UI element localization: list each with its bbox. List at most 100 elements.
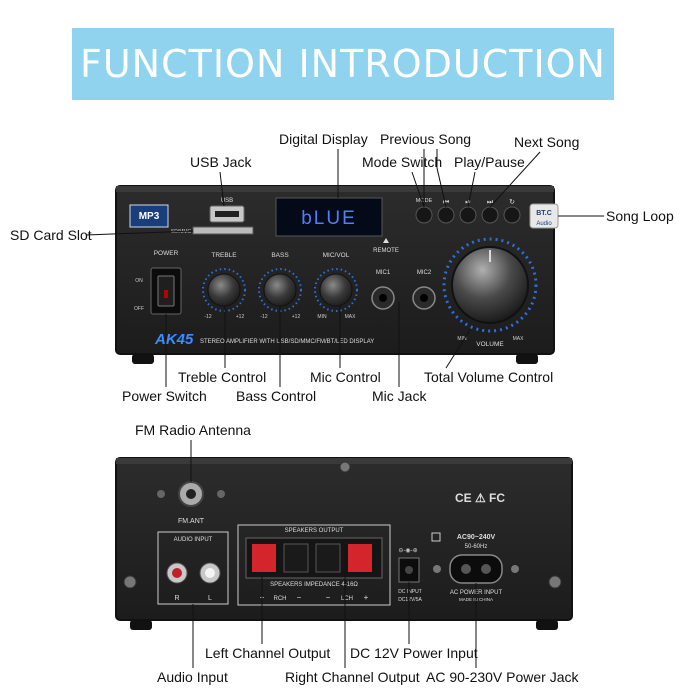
- ac-spec-line1: AC90~240V: [457, 534, 496, 541]
- label-song-loop: Song Loop: [606, 208, 674, 224]
- label-left-channel-output: Left Channel Output: [205, 645, 331, 661]
- bass-min-label: -12: [260, 314, 267, 320]
- treble-led-ring: [202, 268, 246, 312]
- power-text: POWER: [154, 250, 179, 257]
- sd-card-slot[interactable]: [192, 226, 254, 235]
- front-foot-right: [516, 354, 538, 364]
- rch-minus-sign: −: [297, 593, 302, 602]
- audio-badge-text: Audio: [536, 221, 552, 227]
- back-leader-lines: [190, 440, 477, 668]
- mic-led-ring: [314, 268, 358, 312]
- mic1-text: MIC1: [376, 270, 391, 276]
- digital-display: [275, 197, 383, 237]
- mic-vol-knob-group: MIC/VOL MIN MAX: [314, 252, 358, 320]
- bass-knob[interactable]: [263, 273, 297, 307]
- fm-ant-text: FM.ANT: [178, 518, 205, 525]
- previous-icon: ⏮: [443, 199, 449, 206]
- back-foot-left: [130, 620, 152, 630]
- bass-led-ring: [258, 268, 302, 312]
- model-tagline: STEREO AMPLIFIER WITH USB/SD/MMC/FM/BT/L…: [200, 339, 374, 345]
- audio-input-box: [157, 531, 229, 605]
- treble-knob[interactable]: [207, 273, 241, 307]
- double-insulation-icon: [431, 532, 441, 542]
- back-amplifier: FM.ANT AUDIO INPUT R L SPEAKERS OUTPUT S…: [115, 457, 573, 630]
- audio-input-text: AUDIO INPUT: [174, 537, 213, 543]
- label-treble-control: Treble Control: [178, 369, 267, 385]
- speakers-output-box: [237, 524, 391, 606]
- micvol-text: MIC/VOL: [323, 252, 350, 259]
- screw: [548, 575, 562, 589]
- made-in-text: MADE IN CHINA: [459, 597, 493, 602]
- right-plus-terminal[interactable]: [252, 544, 276, 572]
- usb-text: USB: [221, 198, 233, 204]
- label-digital-display: Digital Display: [279, 131, 368, 147]
- lch-minus-sign: −: [326, 593, 331, 602]
- ac-power-jack[interactable]: [449, 554, 503, 584]
- dc-power-jack[interactable]: [398, 557, 420, 583]
- usb-jack[interactable]: [209, 205, 245, 223]
- rch-plus-sign: +: [260, 593, 265, 602]
- label-audio-input: Audio Input: [157, 669, 228, 685]
- label-previous-song: Previous Song: [380, 131, 472, 147]
- bass-max-label: +12: [292, 314, 301, 320]
- next-song-button[interactable]: [481, 206, 499, 224]
- screw: [123, 575, 137, 589]
- bass-text: BASS: [271, 252, 289, 259]
- audio-input-left-jack[interactable]: [199, 562, 221, 584]
- on-text: ON: [135, 278, 143, 284]
- bass-knob-group: BASS -12 +12: [258, 252, 302, 320]
- speakers-impedance-text: SPEAKERS IMPEDANCE 4-16Ω: [270, 582, 358, 588]
- audio-input-right-jack[interactable]: [166, 562, 188, 584]
- screw: [339, 461, 351, 473]
- dc-symbol: ⊖-◉-⊕: [398, 548, 417, 554]
- left-minus-terminal[interactable]: [315, 543, 341, 573]
- sd-text: SD/MMC: [171, 229, 192, 235]
- mp3-badge-text: MP3: [139, 211, 160, 222]
- fm-antenna-jack[interactable]: [178, 481, 204, 507]
- front-amplifier: MP3 USB SD/MMC bLUE REMOTE MODE ⏮ ⏯ ⏭ ↻ …: [115, 185, 559, 364]
- l-text: L: [208, 595, 212, 602]
- model-name: AK45: [154, 331, 194, 348]
- lch-text: LCH: [341, 596, 353, 602]
- ac-spec-line2: 50-60Hz: [465, 544, 488, 550]
- treble-min-label: -12: [204, 314, 211, 320]
- dc-input-text: DC INPUT: [398, 589, 422, 595]
- mic-min-label: MIN: [317, 314, 327, 320]
- mic2-jack[interactable]: [412, 286, 436, 310]
- volume-led-ring: [442, 237, 538, 333]
- page-title: FUNCTION INTRODUCTION: [80, 42, 606, 86]
- mic-volume-knob[interactable]: [319, 273, 353, 307]
- treble-max-label: +12: [236, 314, 245, 320]
- volume-text: VOLUME: [476, 341, 504, 348]
- mic-max-label: MAX: [345, 314, 357, 320]
- power-switch[interactable]: [150, 267, 182, 315]
- song-loop-button[interactable]: [503, 206, 521, 224]
- bt-badge: [529, 203, 559, 229]
- ce-fc-marks: CE ⚠ FC: [455, 491, 505, 505]
- off-text: OFF: [134, 306, 144, 312]
- label-mic-control: Mic Control: [310, 369, 381, 385]
- front-foot-left: [132, 354, 154, 364]
- bt-badge-text: BT.C: [536, 210, 552, 217]
- speaker-terminal-block: [245, 537, 383, 579]
- ac-power-input-text: AC POWER INPUT: [450, 590, 503, 596]
- label-next-song: Next Song: [514, 134, 580, 150]
- total-volume-knob[interactable]: [451, 246, 529, 324]
- mic1-jack[interactable]: [371, 286, 395, 310]
- display-readout: bLUE: [301, 208, 357, 229]
- left-plus-terminal[interactable]: [348, 544, 372, 572]
- lch-plus-sign: +: [364, 593, 369, 602]
- mode-text: MODE: [416, 198, 433, 204]
- remote-text: REMOTE: [373, 248, 399, 254]
- back-foot-right: [536, 620, 558, 630]
- mp3-badge: [129, 204, 169, 228]
- back-panel-body: [115, 457, 573, 621]
- previous-song-button[interactable]: [437, 206, 455, 224]
- label-usb-jack: USB Jack: [190, 154, 252, 170]
- play-pause-button[interactable]: [459, 206, 477, 224]
- right-minus-terminal[interactable]: [283, 543, 309, 573]
- front-panel-body: [115, 185, 555, 355]
- next-icon: ⏭: [487, 199, 494, 206]
- volume-max-label: MAX: [513, 336, 525, 342]
- mode-button[interactable]: [415, 206, 433, 224]
